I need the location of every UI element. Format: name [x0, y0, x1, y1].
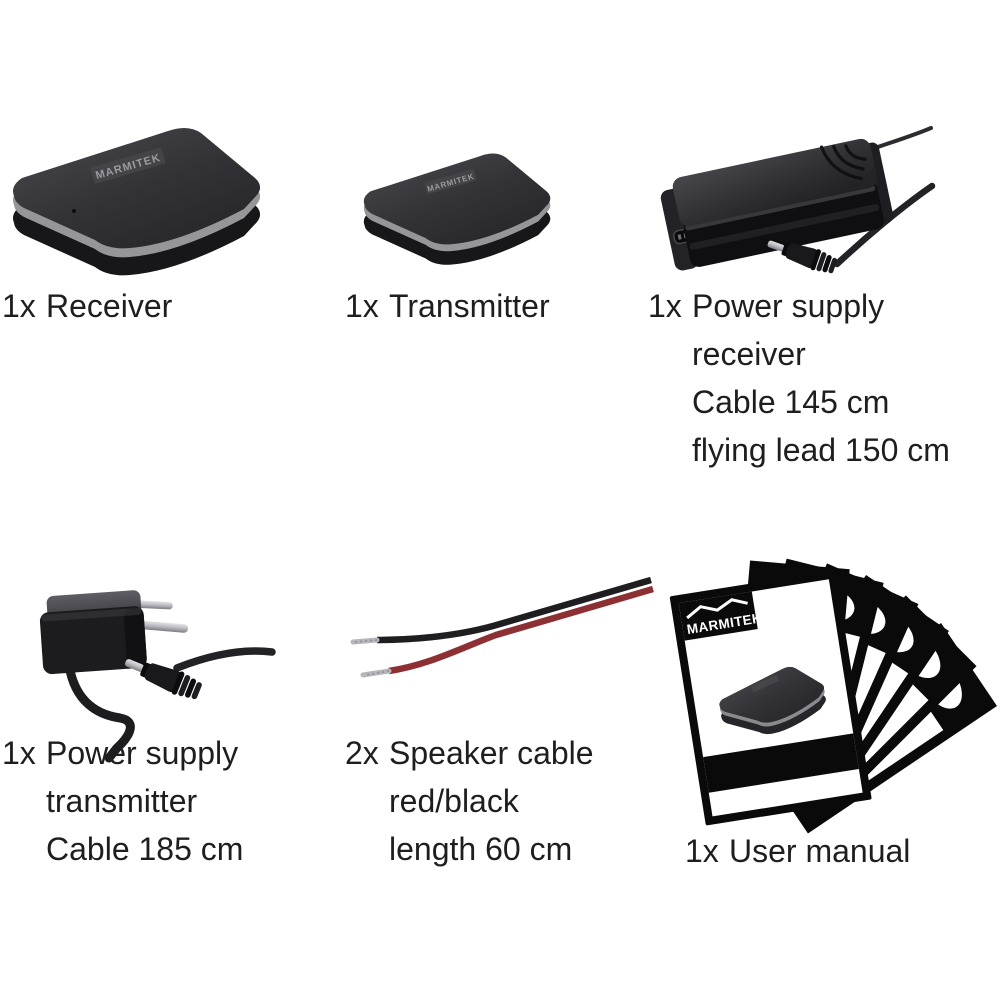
transmitter-image: MARMITEK	[363, 153, 551, 265]
manual-front-cover: MARMITEK.	[669, 570, 872, 826]
speaker-cable-label: 2x Speaker cable red/black length 60 cm	[345, 729, 594, 873]
red-wire	[388, 585, 654, 675]
transmitter-label: 1x Transmitter	[345, 282, 550, 330]
power-supply-receiver-image	[660, 126, 936, 277]
wall-plug-body	[39, 590, 189, 675]
item-line: Transmitter	[389, 288, 550, 324]
cover-product-photo	[715, 661, 830, 742]
user-manual-image: MARMITEK.	[669, 558, 997, 834]
power-supply-transmitter-label: 1x Power supply transmitter Cable 185 cm	[2, 729, 243, 873]
wire-strand-texture	[364, 670, 390, 676]
plug-cable	[64, 660, 135, 763]
item-qty: 1x	[2, 288, 36, 324]
item-line: Cable 145 cm	[692, 384, 890, 420]
receiver-led	[72, 209, 76, 213]
item-line: Power supply	[46, 735, 239, 771]
item-qty: 2x	[345, 735, 379, 771]
item-qty: 1x	[685, 833, 719, 869]
item-line: Receiver	[46, 288, 173, 324]
item-line: red/black	[389, 783, 519, 819]
item-qty: 1x	[648, 288, 682, 324]
item-line: User manual	[729, 833, 911, 869]
logo-roof-icon	[686, 598, 748, 620]
item-line: length 60 cm	[389, 831, 573, 867]
speaker-cable-image	[350, 576, 654, 678]
item-qty: 1x	[2, 735, 36, 771]
receiver-image: MARMITEK	[13, 127, 261, 276]
cover-bottom-band	[703, 733, 859, 793]
power-supply-transmitter-image	[39, 590, 276, 763]
black-wire	[376, 576, 652, 644]
receiver-label: 1x Receiver	[2, 282, 172, 330]
power-supply-receiver-label: 1x Power supply receiver Cable 145 cm fl…	[648, 282, 950, 474]
user-manual-label: 1x User manual	[685, 827, 910, 875]
dc-cable	[173, 647, 276, 672]
item-line: Cable 185 cm	[46, 831, 244, 867]
item-line: Speaker cable	[389, 735, 594, 771]
plug-pins	[134, 600, 189, 633]
wire-strand-texture	[354, 639, 378, 643]
ripple-ridges	[819, 144, 867, 181]
item-line: Power supply	[692, 288, 885, 324]
power-brick	[660, 138, 894, 271]
red-wire-tinned-end	[360, 668, 392, 678]
item-line: receiver	[692, 336, 806, 372]
item-qty: 1x	[345, 288, 379, 324]
item-line: transmitter	[46, 783, 198, 819]
item-line: flying lead 150 cm	[692, 432, 950, 468]
